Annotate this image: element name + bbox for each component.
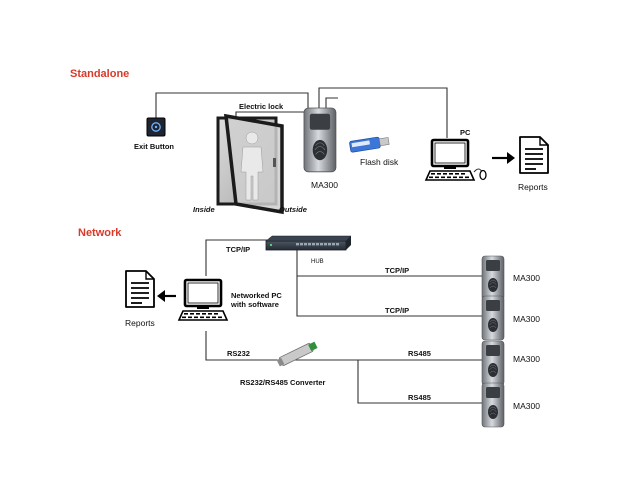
arrow-icon	[157, 290, 176, 302]
pc-label: PC	[460, 128, 471, 137]
fingerprint-terminal-icon	[481, 295, 505, 341]
computer-icon	[424, 138, 476, 182]
report-document-icon	[125, 270, 155, 308]
standalone-title: Standalone	[70, 68, 129, 80]
converter-label: RS232/RS485 Converter	[240, 378, 326, 387]
arrow-icon	[492, 152, 515, 164]
device-label: MA300	[513, 273, 540, 283]
rs232-label: RS232	[227, 349, 250, 358]
fingerprint-terminal-icon	[481, 340, 505, 386]
device-label: MA300	[513, 354, 540, 364]
fingerprint-terminal-icon	[481, 255, 505, 301]
fingerprint-terminal-icon	[481, 382, 505, 428]
mouse-icon	[473, 168, 487, 181]
standalone-wiring	[155, 87, 448, 138]
device-label: MA300	[513, 401, 540, 411]
network-switch-icon	[265, 235, 352, 251]
inside-label: Inside	[193, 205, 215, 214]
door-icon	[216, 113, 284, 215]
rs485-line2-label: RS485	[408, 393, 431, 402]
standalone-device-label: MA300	[311, 180, 338, 190]
network-wiring	[205, 239, 484, 404]
rs485-line1-label: RS485	[408, 349, 431, 358]
tcpip-top-label: TCP/IP	[226, 245, 250, 254]
flash-disk-label: Flash disk	[360, 157, 399, 167]
exit-button-label: Exit Button	[134, 142, 174, 151]
device-label: MA300	[513, 314, 540, 324]
reports-label: Reports	[518, 182, 548, 192]
electric-lock-label: Electric lock	[239, 102, 284, 111]
networked-pc-label: Networked PC	[231, 291, 282, 300]
networked-pc-sublabel: with software	[230, 300, 279, 309]
report-document-icon	[519, 136, 549, 174]
converter-icon	[276, 341, 318, 367]
network-title: Network	[78, 227, 122, 239]
hub-label: HUB	[311, 259, 324, 265]
usb-flash-disk-icon	[349, 136, 390, 153]
computer-icon	[177, 278, 229, 322]
tcpip-line1-label: TCP/IP	[385, 266, 409, 275]
exit-button-icon	[146, 117, 166, 137]
outside-label: Outside	[279, 205, 307, 214]
fingerprint-terminal-icon	[303, 107, 337, 173]
network-reports-label: Reports	[125, 318, 155, 328]
tcpip-line2-label: TCP/IP	[385, 306, 409, 315]
